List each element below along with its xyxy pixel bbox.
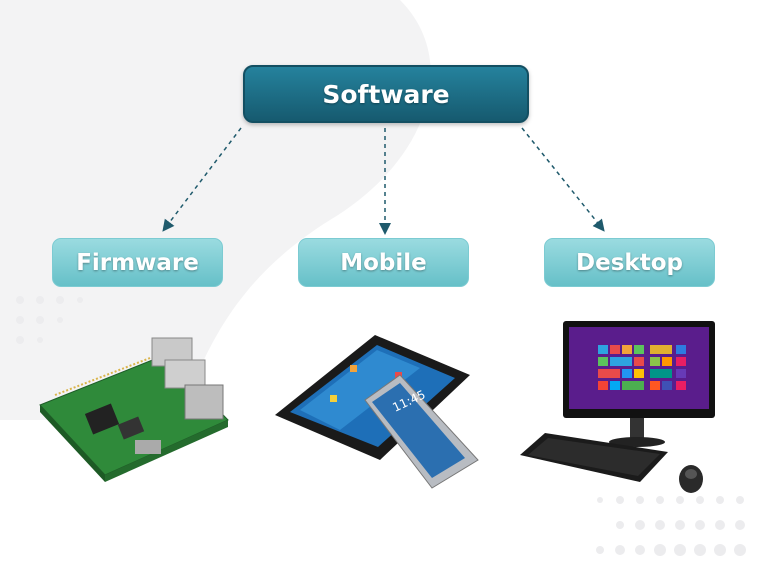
software-node: Software (243, 65, 529, 123)
mobile-node: Mobile (298, 238, 469, 287)
arrow-to-desktop (521, 127, 605, 232)
desktop-node: Desktop (544, 238, 715, 287)
firmware-node: Firmware (52, 238, 223, 287)
